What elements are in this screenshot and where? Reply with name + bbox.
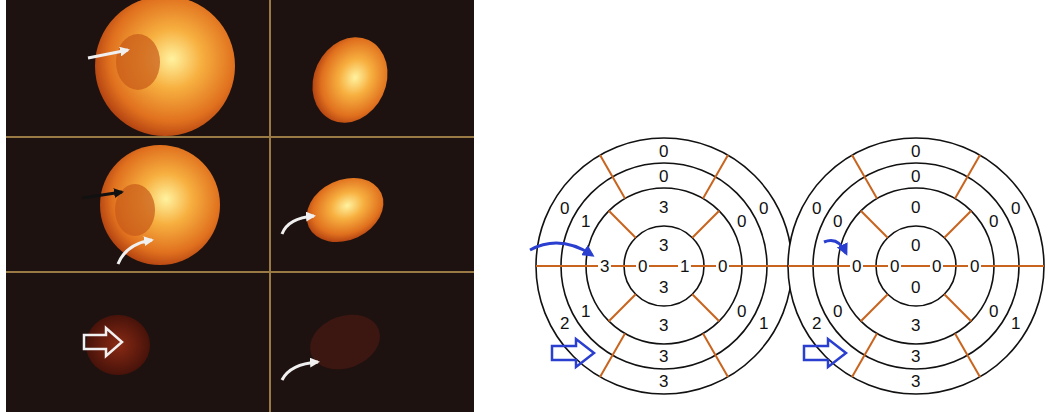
score-number: 0: [909, 237, 922, 254]
score-number: 0: [735, 213, 748, 230]
score-number: 0: [831, 303, 844, 320]
score-number: 3: [657, 348, 670, 365]
score-number: 0: [558, 200, 571, 217]
block-arrow: [552, 339, 594, 367]
score-number: 1: [579, 213, 592, 230]
blue-arrow: [530, 243, 592, 255]
score-number: 0: [888, 258, 901, 275]
score-number: 0: [850, 258, 863, 275]
score-number: 3: [657, 279, 670, 296]
score-number: 1: [678, 258, 691, 275]
score-number: 0: [930, 258, 943, 275]
score-number: 2: [558, 315, 571, 332]
block-arrow: [804, 339, 846, 367]
score-number: 0: [909, 279, 922, 296]
score-number: 0: [909, 168, 922, 185]
bullseye-plot: [788, 138, 1044, 394]
score-number: 0: [987, 213, 1000, 230]
score-number: 0: [831, 213, 844, 230]
blue-arrow: [824, 240, 846, 253]
score-number: 0: [657, 168, 670, 185]
score-number: 0: [657, 143, 670, 160]
score-number: 0: [636, 258, 649, 275]
score-number: 0: [716, 258, 729, 275]
score-number: 3: [657, 373, 670, 390]
bullseye-plot: [530, 138, 792, 394]
score-number: 0: [987, 303, 1000, 320]
score-number: 0: [1009, 200, 1022, 217]
score-number: 3: [598, 258, 611, 275]
score-number: 3: [657, 237, 670, 254]
score-number: 3: [909, 317, 922, 334]
score-number: 0: [757, 200, 770, 217]
score-number: 3: [909, 348, 922, 365]
score-number: 2: [810, 315, 823, 332]
score-number: 0: [909, 143, 922, 160]
spect-photo: [6, 0, 474, 412]
score-number: 0: [810, 200, 823, 217]
score-number: 3: [657, 317, 670, 334]
score-number: 0: [909, 199, 922, 216]
score-number: 1: [757, 315, 770, 332]
score-number: 3: [657, 199, 670, 216]
score-number: 1: [1009, 315, 1022, 332]
score-number: 1: [579, 303, 592, 320]
score-number: 3: [909, 373, 922, 390]
score-number: 0: [968, 258, 981, 275]
score-number: 0: [735, 303, 748, 320]
